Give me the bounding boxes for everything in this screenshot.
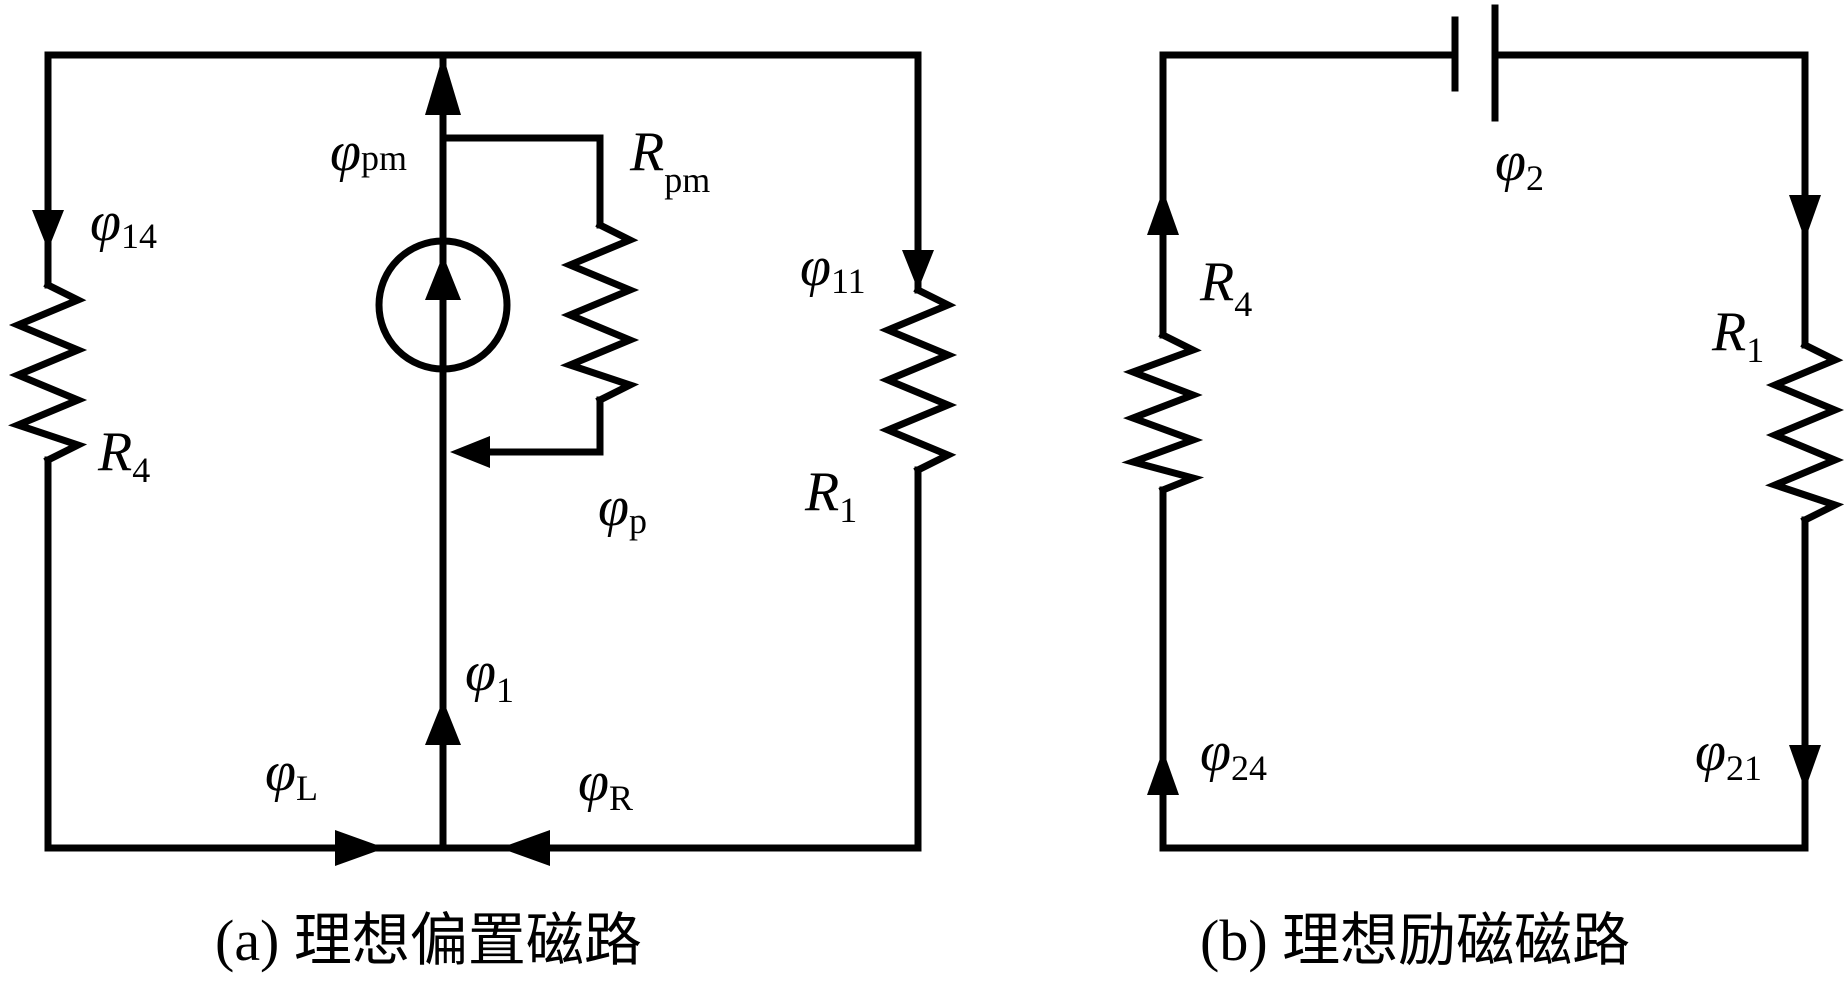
panel-a-resistor-r1 xyxy=(878,285,958,475)
label-r-1-a: R1 xyxy=(804,461,857,530)
panel-b-arrow-phi-24 xyxy=(1147,750,1179,795)
panel-b-resistor-r1 xyxy=(1765,340,1844,525)
label-r-1-b: R1 xyxy=(1711,301,1764,370)
panel-a-mmf-source-icon xyxy=(375,237,511,373)
panel-a-arrow-phi-11 xyxy=(902,250,934,290)
panel-b-ideal-excitation-circuit: φ2 R4 R1 φ24 φ21 (b) 理想励磁磁路 xyxy=(1121,4,1844,973)
caption-a: (a) 理想偏置磁路 xyxy=(215,908,642,973)
label-phi-1: φ1 xyxy=(465,641,514,710)
panel-a-arrow-phi-14 xyxy=(32,210,64,250)
label-phi-24: φ24 xyxy=(1200,721,1267,788)
panel-a-resistor-r4 xyxy=(8,280,88,465)
label-phi-pm: φpm xyxy=(330,121,407,183)
label-phi-14: φ14 xyxy=(90,191,157,256)
panel-a-arrow-phi-r xyxy=(500,830,550,866)
panel-a-arrow-phi-1 xyxy=(425,700,461,745)
label-phi-21: φ21 xyxy=(1695,721,1762,788)
panel-a-ideal-bias-circuit: φpm Rpm φ14 φ11 R4 R1 φp φ1 φL φR (a) 理想 xyxy=(8,51,958,973)
label-phi-2: φ2 xyxy=(1495,131,1544,198)
caption-b: (b) 理想励磁磁路 xyxy=(1200,908,1630,973)
panel-b-arrow-r4 xyxy=(1147,190,1179,235)
panel-a-rpm-branch-wire xyxy=(439,134,604,456)
panel-a-arrow-phi-pm xyxy=(425,55,461,115)
panel-b-resistor-r4 xyxy=(1121,330,1205,495)
label-phi-l: φL xyxy=(265,741,318,808)
panel-b-arrow-r1 xyxy=(1789,195,1821,240)
panel-a-arrow-phi-p xyxy=(450,436,490,468)
label-r-4-b: R4 xyxy=(1199,251,1252,324)
panel-b-mmf-source-icon xyxy=(1451,4,1499,122)
label-r-4-a: R4 xyxy=(97,421,150,490)
panel-a-resistor-rpm xyxy=(560,220,640,405)
label-phi-11: φ11 xyxy=(800,236,866,301)
label-phi-p: φp xyxy=(598,476,647,541)
panel-b-arrow-phi-21 xyxy=(1789,745,1821,790)
label-phi-r: φR xyxy=(578,751,633,818)
label-r-pm: Rpm xyxy=(629,121,710,200)
panel-a-arrow-source xyxy=(425,255,461,300)
panel-a-arrow-phi-l xyxy=(335,830,385,866)
